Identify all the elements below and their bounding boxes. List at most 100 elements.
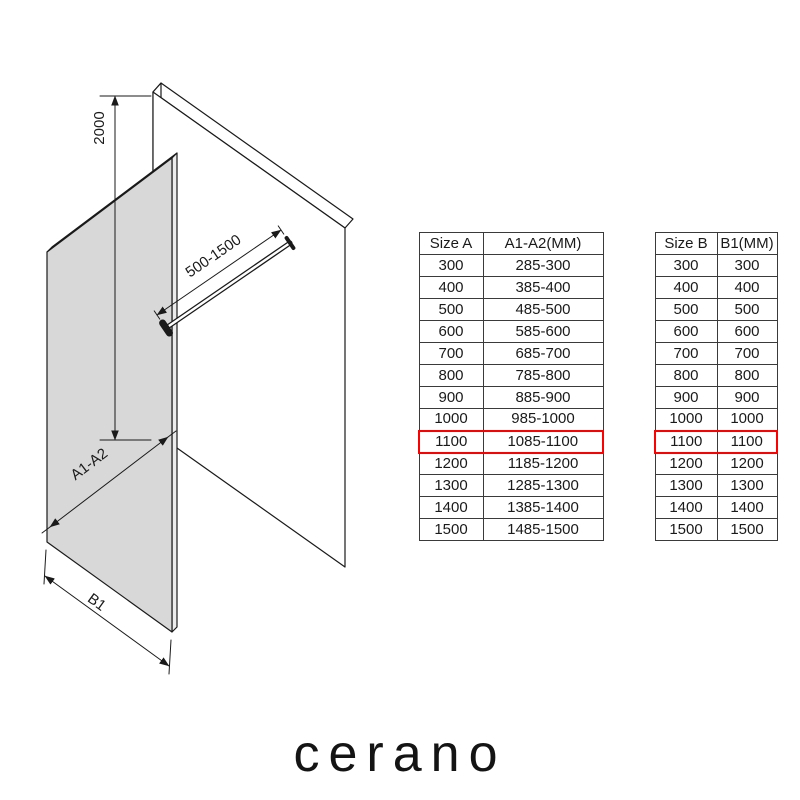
table-cell: 1000 (418, 408, 484, 431)
table-cell: 1300 (654, 474, 718, 497)
table-cell: 300 (716, 254, 778, 277)
dim-width-b (43, 549, 172, 675)
table-cell: 600 (716, 320, 778, 343)
table-cell: 1400 (418, 496, 484, 519)
table-cell: 400 (418, 276, 484, 299)
column-header: Size A (418, 232, 484, 255)
table-cell: 900 (418, 386, 484, 409)
table-cell: 800 (418, 364, 484, 387)
table-cell: 1500 (716, 518, 778, 541)
table-cell: 285-300 (482, 254, 604, 277)
table-cell: 1085-1100 (482, 429, 604, 454)
wall (152, 82, 354, 568)
table-cell: 1200 (716, 452, 778, 475)
table-cell: 400 (654, 276, 718, 299)
table-cell: 885-900 (482, 386, 604, 409)
table-cell: 685-700 (482, 342, 604, 365)
dim-bar-length (153, 225, 285, 320)
table-cell: 1100 (418, 429, 484, 454)
column-header: Size B (654, 232, 718, 255)
table-cell: 1185-1200 (482, 452, 604, 475)
table-cell: 1500 (418, 518, 484, 541)
table-cell: 1100 (654, 429, 718, 454)
table-cell: 485-500 (482, 298, 604, 321)
table-cell: 300 (654, 254, 718, 277)
table-cell: 700 (418, 342, 484, 365)
table-cell: 1285-1300 (482, 474, 604, 497)
glass-panel (46, 152, 178, 633)
table-cell: 1485-1500 (482, 518, 604, 541)
brand-logo: cerano (293, 725, 507, 783)
table-cell: 1300 (418, 474, 484, 497)
column-header: B1(MM) (716, 232, 778, 255)
table-cell: 585-600 (482, 320, 604, 343)
table-cell: 800 (716, 364, 778, 387)
table-cell: 500 (654, 298, 718, 321)
table-cell: 300 (418, 254, 484, 277)
table-cell: 400 (716, 276, 778, 299)
table-cell: 785-800 (482, 364, 604, 387)
product-diagram: 2000 500-1500 A1-A2 B1 (41, 82, 354, 675)
table-cell: 900 (654, 386, 718, 409)
table-cell: 1385-1400 (482, 496, 604, 519)
table-cell: 1000 (654, 408, 718, 431)
table-cell: 1000 (716, 408, 778, 431)
wall-front-face (152, 91, 346, 568)
table-cell: 700 (654, 342, 718, 365)
bar-glass-bracket (159, 319, 173, 337)
glass-right-edge (171, 152, 178, 633)
table-cell: 1500 (654, 518, 718, 541)
table-cell: 800 (654, 364, 718, 387)
dim-width-a (41, 430, 177, 534)
table-cell: 500 (716, 298, 778, 321)
table-cell: 385-400 (482, 276, 604, 299)
dim-width-b-label: B1 (84, 590, 109, 615)
bar-wall-flange (284, 236, 296, 250)
table-cell: 1100 (716, 429, 778, 454)
table-cell: 600 (654, 320, 718, 343)
table-cell: 500 (418, 298, 484, 321)
table-cell: 1200 (654, 452, 718, 475)
table-cell: 600 (418, 320, 484, 343)
table-cell: 900 (716, 386, 778, 409)
column-header: A1-A2(MM) (482, 232, 604, 255)
table-cell: 1200 (418, 452, 484, 475)
table-cell: 700 (716, 342, 778, 365)
table-cell: 1300 (716, 474, 778, 497)
glass-front-face (46, 157, 173, 633)
table-cell: 1400 (654, 496, 718, 519)
dim-height-label: 2000 (91, 111, 108, 144)
table-cell: 1400 (716, 496, 778, 519)
table-cell: 985-1000 (482, 408, 604, 431)
